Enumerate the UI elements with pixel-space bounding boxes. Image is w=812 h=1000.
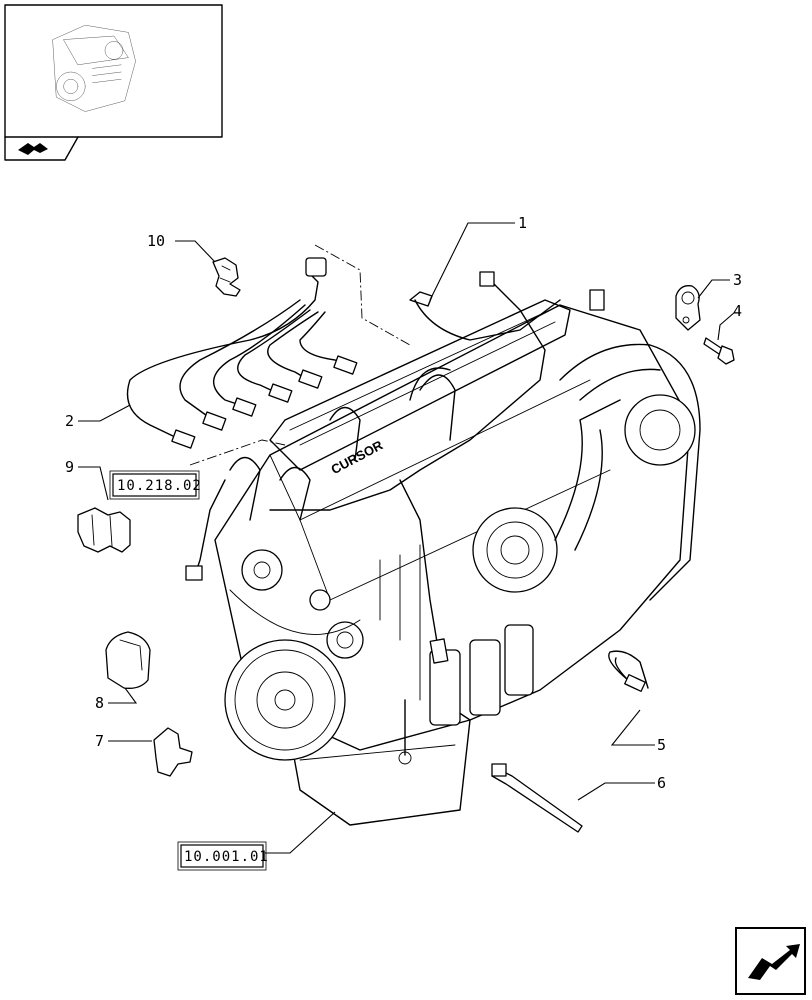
callout-10[interactable]: 10 <box>147 232 165 250</box>
part-band-5 <box>608 650 649 692</box>
part-clip-10 <box>212 257 241 297</box>
assembly-indicator-line <box>314 244 411 346</box>
callout-8[interactable]: 8 <box>95 694 104 712</box>
engine-wiring-harness <box>185 271 605 664</box>
next-page-button[interactable] <box>735 927 806 995</box>
next-page-arrow-icon <box>748 944 800 980</box>
part-clamp-3 <box>675 285 701 331</box>
turbocharger <box>472 399 621 593</box>
callout-2[interactable]: 2 <box>65 412 74 430</box>
callout-1[interactable]: 1 <box>518 214 527 232</box>
callout-9[interactable]: 9 <box>65 458 74 476</box>
leader-lines <box>78 222 736 854</box>
callout-3[interactable]: 3 <box>733 271 742 289</box>
part-injector-harness <box>126 257 358 449</box>
part-clip-9 <box>77 507 131 553</box>
harness-reference-link[interactable]: 10.218.02 <box>109 470 202 500</box>
part-cover-8 <box>105 631 151 689</box>
callout-5[interactable]: 5 <box>657 736 666 754</box>
harness-reference-text: 10.218.02 <box>117 478 202 494</box>
engine-thumbnail[interactable] <box>4 4 223 138</box>
callout-4[interactable]: 4 <box>733 302 742 320</box>
engine-reference-text: 10.001.01 <box>184 849 269 865</box>
callout-6[interactable]: 6 <box>657 774 666 792</box>
engine-thumbnail-icon <box>52 25 136 112</box>
part-clip-7 <box>153 727 193 777</box>
callout-7[interactable]: 7 <box>95 732 104 750</box>
engine-illustration: CURSOR <box>214 299 701 826</box>
front-pulley <box>224 639 346 761</box>
assembly-indicator-line <box>189 439 286 466</box>
page-tab[interactable] <box>4 136 79 161</box>
part-bolt-4 <box>703 337 735 365</box>
engine-reference-link[interactable]: 10.001.01 <box>177 841 269 871</box>
page-tab-icon <box>18 143 48 155</box>
part-cable-tie-6 <box>491 763 583 833</box>
callout-labels: 1 2 3 4 5 6 7 8 9 10 <box>65 214 742 792</box>
